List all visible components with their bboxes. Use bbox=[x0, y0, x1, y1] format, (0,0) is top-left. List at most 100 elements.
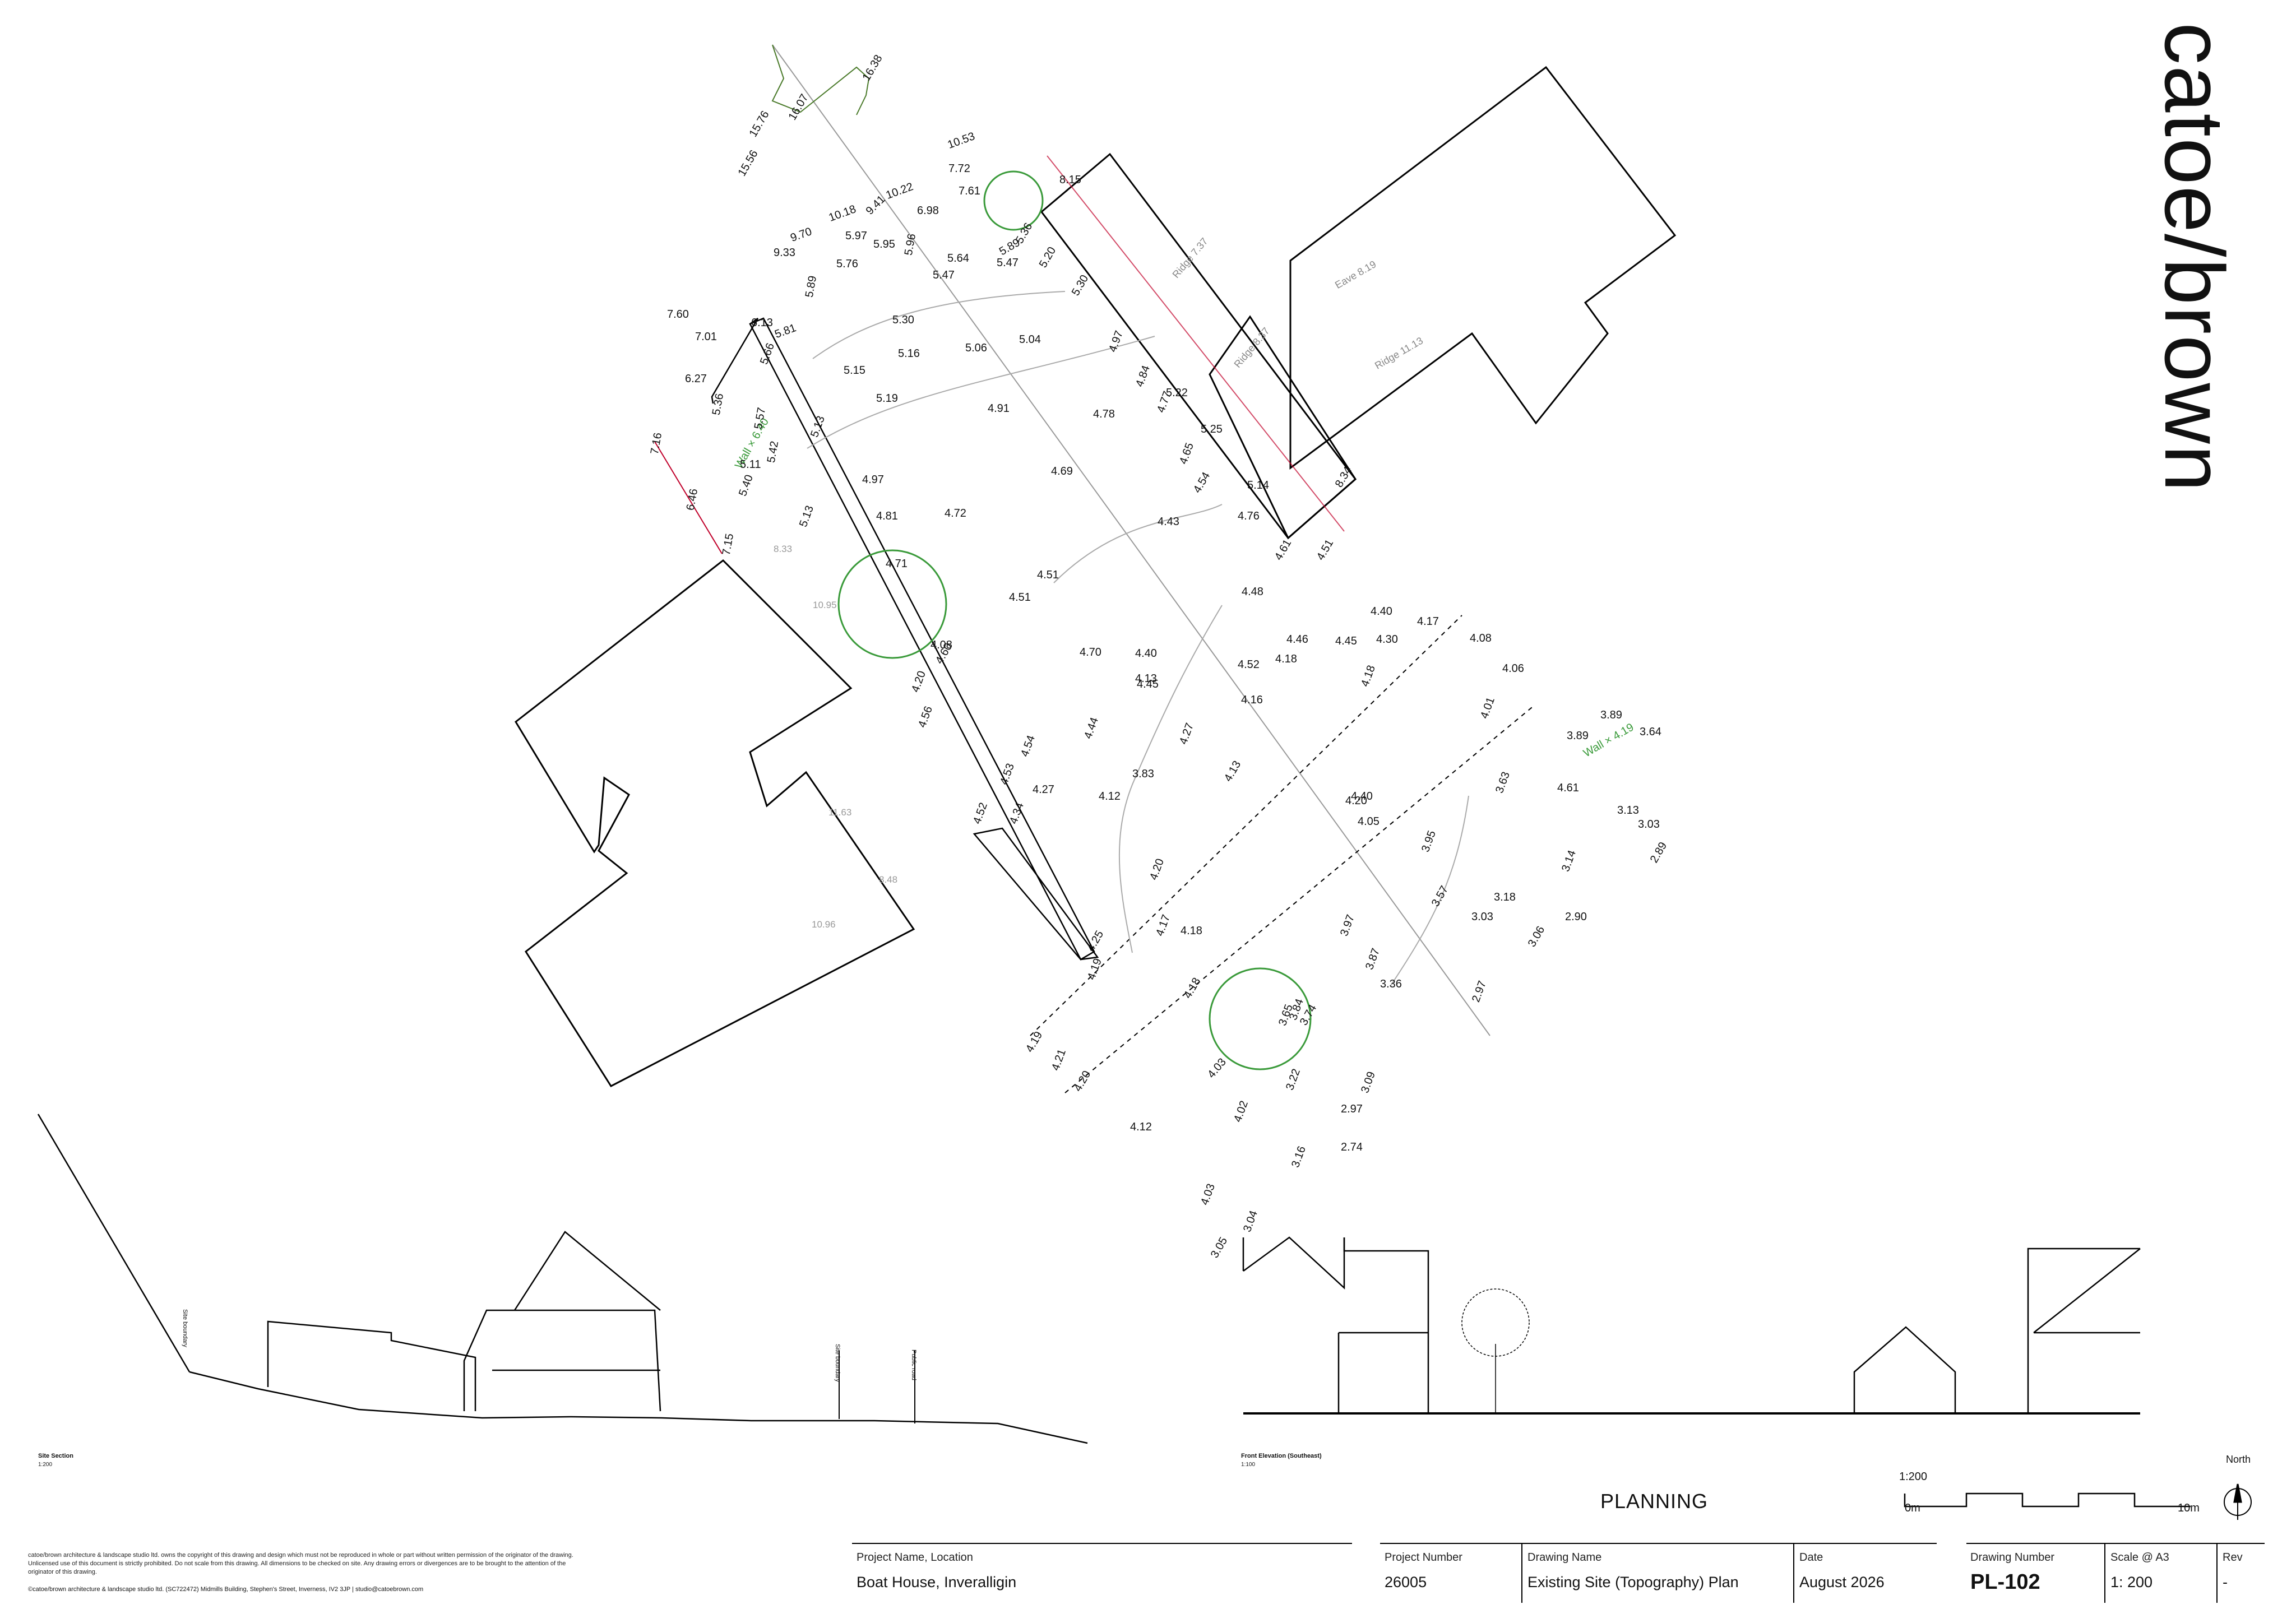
building-outline bbox=[1209, 315, 1357, 540]
contour-line bbox=[812, 291, 1066, 359]
scale-start: 0m bbox=[1905, 1502, 1920, 1514]
wall-outline bbox=[973, 827, 1099, 961]
spot-level: 6.13 bbox=[751, 317, 773, 329]
spot-level: 7.72 bbox=[948, 163, 970, 175]
scale-ratio: 1:200 bbox=[1899, 1471, 1928, 1483]
level-label: 10.95 bbox=[813, 600, 837, 610]
tree-canopy bbox=[983, 170, 1044, 231]
spot-level: 4.18 bbox=[1275, 653, 1297, 665]
section-label: Site boundary bbox=[834, 1344, 841, 1382]
survey-line bbox=[1064, 704, 1535, 1093]
spot-level: 5.47 bbox=[997, 257, 1019, 269]
section-title: Site Section bbox=[38, 1453, 73, 1459]
spot-level: 4.12 bbox=[1099, 790, 1121, 803]
spot-level: 4.70 bbox=[1080, 646, 1101, 659]
rev-value: - bbox=[2223, 1574, 2228, 1590]
wall-line bbox=[711, 317, 759, 404]
drawing-name-value: Existing Site (Topography) Plan bbox=[1527, 1574, 1739, 1590]
spot-level: 4.51 bbox=[1009, 591, 1031, 604]
spot-level: 5.16 bbox=[898, 347, 920, 360]
date-value: August 2026 bbox=[1799, 1574, 1885, 1590]
project-number-value: 26005 bbox=[1385, 1574, 1427, 1590]
spot-level: 4.05 bbox=[1358, 815, 1380, 828]
scale-label: Scale @ A3 bbox=[2110, 1551, 2169, 1564]
drawing-number-label: Drawing Number bbox=[1970, 1551, 2055, 1564]
contour-line bbox=[1390, 795, 1469, 987]
fence-line bbox=[771, 44, 870, 115]
spot-level: 4.51 bbox=[1037, 569, 1059, 581]
spot-level: 4.20 bbox=[1345, 795, 1367, 807]
spot-level: 5.14 bbox=[1247, 479, 1269, 491]
elevation-scale: 1:100 bbox=[1241, 1462, 1256, 1468]
site-section-drawing bbox=[37, 1114, 1088, 1444]
spot-level: 4.40 bbox=[1351, 790, 1373, 803]
company-details: ©catoe/brown architecture & landscape st… bbox=[28, 1586, 424, 1593]
spot-level: 3.13 bbox=[1617, 804, 1639, 817]
spot-level: 4.13 bbox=[1135, 673, 1157, 685]
spot-level: 2.90 bbox=[1565, 911, 1587, 923]
spot-level: 4.08 bbox=[1470, 632, 1492, 644]
spot-level: 5.15 bbox=[844, 364, 865, 377]
spot-level: 4.30 bbox=[1376, 633, 1398, 646]
level-label: 10.96 bbox=[812, 919, 836, 930]
spot-level: 7.61 bbox=[959, 185, 980, 197]
elevation-title: Front Elevation (Southeast) bbox=[1241, 1453, 1322, 1459]
elevation-tree bbox=[1461, 1288, 1530, 1413]
spot-level: 4.46 bbox=[1286, 633, 1308, 646]
spot-level: 7.01 bbox=[695, 331, 717, 343]
spot-level: 6.27 bbox=[685, 373, 707, 385]
title-block-lines bbox=[852, 1543, 2265, 1603]
spot-level: 4.06 bbox=[1502, 662, 1524, 675]
building-outline bbox=[1289, 66, 1677, 470]
spot-level: 4.45 bbox=[1335, 635, 1357, 647]
spot-level: 4.71 bbox=[886, 558, 908, 570]
spot-level: 4.12 bbox=[1130, 1121, 1152, 1133]
level-label: 11.63 bbox=[828, 807, 852, 818]
spot-level: 3.64 bbox=[1640, 726, 1661, 738]
contour-line bbox=[1053, 504, 1223, 583]
spot-level: 7.60 bbox=[667, 308, 689, 321]
spot-level: 4.45 bbox=[1137, 678, 1159, 690]
tree-canopy bbox=[1209, 967, 1312, 1070]
spot-level: 5.11 bbox=[740, 458, 761, 471]
scale-end: 10m bbox=[2178, 1502, 2200, 1514]
building-outline bbox=[515, 559, 915, 1087]
contour-line bbox=[807, 336, 1155, 449]
spot-level: 4.40 bbox=[1371, 605, 1392, 618]
section-scale: 1:200 bbox=[38, 1462, 53, 1468]
spot-level: 4.91 bbox=[988, 402, 1010, 415]
spot-level: 4.72 bbox=[945, 507, 966, 520]
spot-level: 4.43 bbox=[1158, 516, 1179, 528]
spot-level: 4.69 bbox=[1051, 465, 1073, 477]
brand-logo: catoe/brown bbox=[2147, 22, 2242, 493]
spot-level: 4.17 bbox=[1417, 615, 1439, 628]
project-number-label: Project Number bbox=[1385, 1551, 1462, 1564]
spot-level: 5.25 bbox=[1201, 423, 1223, 435]
spot-level: 5.47 bbox=[933, 269, 955, 281]
spot-level: 5.64 bbox=[947, 252, 969, 265]
spot-level: 5.06 bbox=[965, 342, 987, 354]
spot-level: 5.97 bbox=[845, 230, 867, 242]
scale-value: 1: 200 bbox=[2110, 1574, 2153, 1590]
spot-level: 3.03 bbox=[1638, 818, 1660, 831]
level-label: 8.48 bbox=[879, 874, 898, 885]
project-name-value: Boat House, Inveralligin bbox=[857, 1574, 1017, 1590]
copyright-notice: catoe/brown architecture & landscape stu… bbox=[28, 1552, 573, 1575]
spot-level: 4.27 bbox=[1033, 783, 1054, 796]
tree-canopy bbox=[837, 549, 947, 659]
spot-level: 4.76 bbox=[1238, 510, 1260, 522]
section-label: Site boundary bbox=[182, 1309, 188, 1347]
spot-level: 2.74 bbox=[1341, 1141, 1363, 1153]
contour-line bbox=[1118, 605, 1223, 953]
front-elevation-drawing bbox=[1242, 1236, 2141, 1415]
spot-level: 2.97 bbox=[1341, 1103, 1363, 1115]
spot-level: 3.89 bbox=[1600, 709, 1622, 721]
spot-level: 5.19 bbox=[876, 392, 898, 405]
spot-level: 5.76 bbox=[836, 258, 858, 270]
section-label: Public road bbox=[910, 1350, 917, 1381]
north-arrow bbox=[2224, 1483, 2252, 1520]
spot-level: 5.95 bbox=[873, 238, 895, 251]
site-line bbox=[772, 44, 1490, 1036]
spot-level: 4.61 bbox=[1557, 782, 1579, 794]
spot-level: 4.52 bbox=[1238, 659, 1260, 671]
